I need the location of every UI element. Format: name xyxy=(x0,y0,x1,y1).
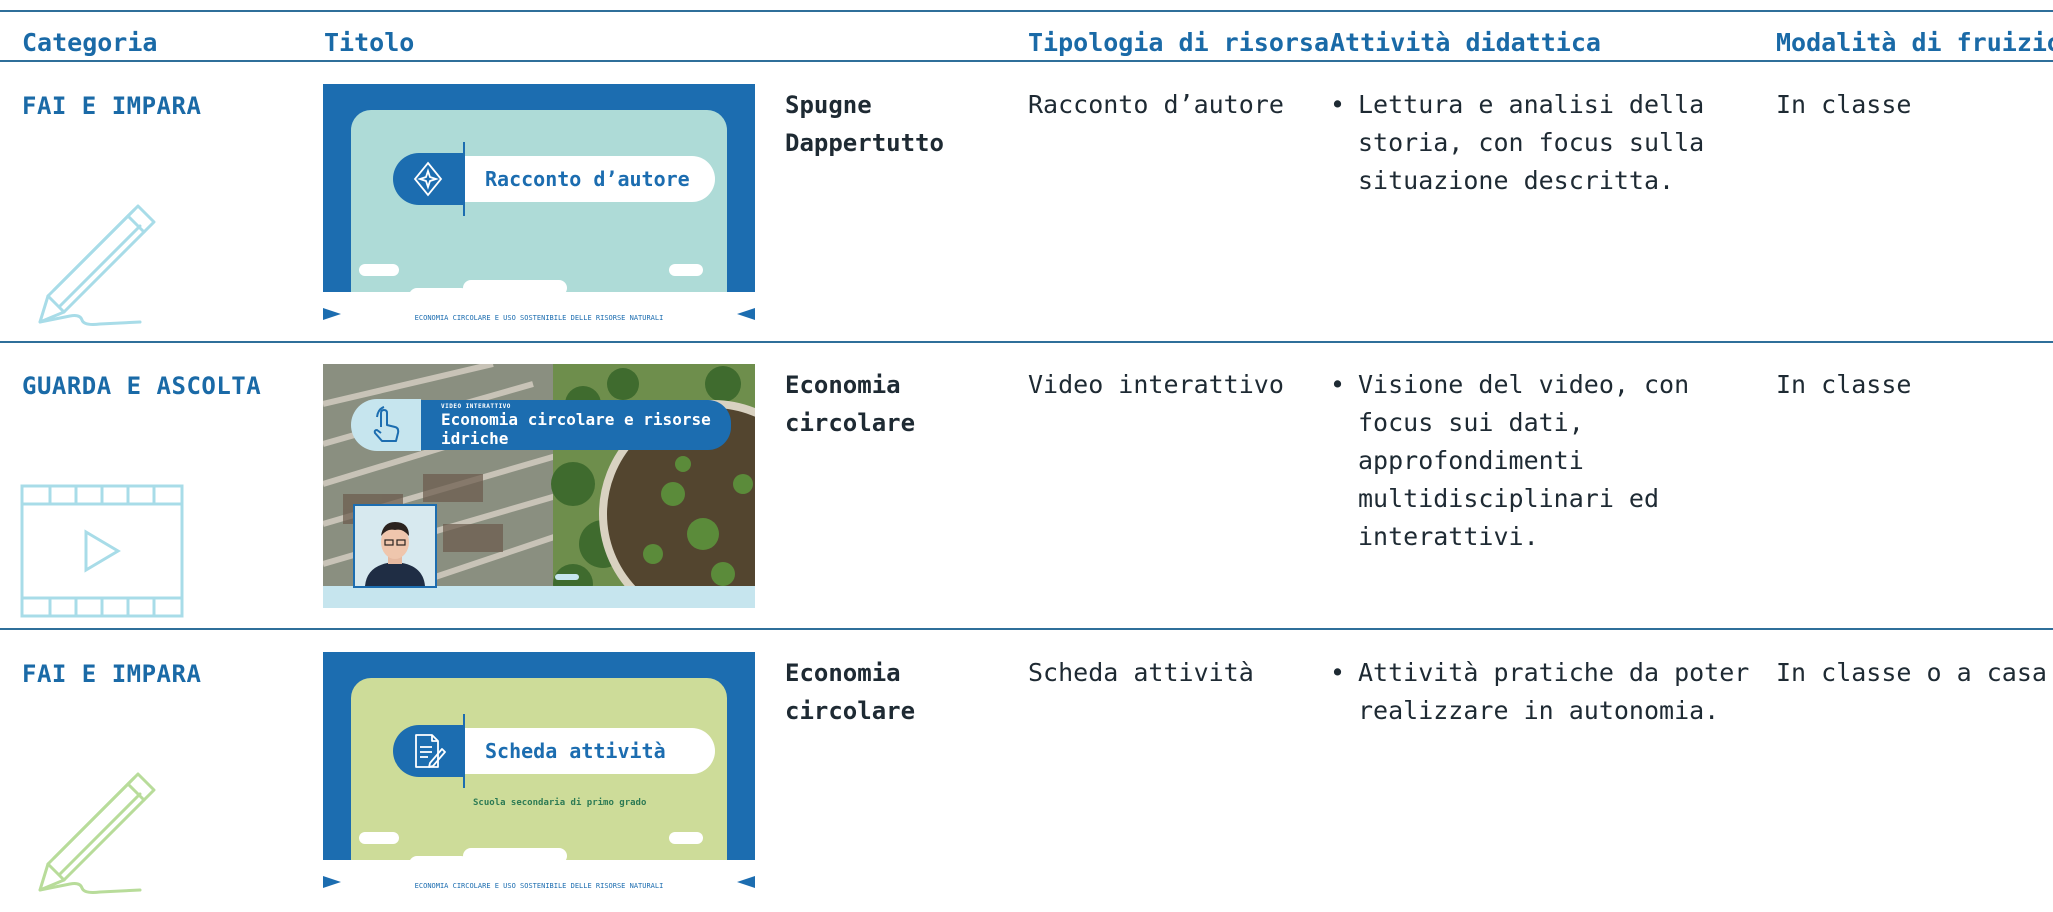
row-activity: • Lettura e analisi della storia, con fo… xyxy=(1330,90,1705,195)
row-resource-type: Video interattivo xyxy=(1028,370,1284,399)
thumbnail-scheda[interactable]: Scheda attività Scuola secondaria di pri… xyxy=(323,652,755,896)
row-category: FAI E IMPARA xyxy=(22,660,202,688)
presenter-avatar xyxy=(353,504,437,588)
thumbnail-footer: ECONOMIA CIRCOLARE E USO SOSTENIBILE DEL… xyxy=(414,314,664,322)
video-film-icon xyxy=(20,484,184,618)
row-activity: • Visione del video, con focus sui dati,… xyxy=(1330,370,1690,551)
row-mode: In classe xyxy=(1776,90,1912,119)
pencil-icon xyxy=(38,204,156,326)
row-category: FAI E IMPARA xyxy=(22,92,202,120)
row-resource-type: Racconto d’autore xyxy=(1028,90,1284,119)
thumbnail-label: Racconto d’autore xyxy=(485,167,690,191)
top-rule xyxy=(0,10,2053,12)
row-mode: In classe o a casa xyxy=(1776,658,2047,687)
thumbnail-video[interactable]: VIDEO INTERATTIVO Economia circolare e r… xyxy=(323,364,755,608)
row-divider xyxy=(0,628,2053,630)
pencil-icon xyxy=(38,772,156,894)
header-category: Categoria xyxy=(22,28,158,57)
thumbnail-kicker: VIDEO INTERATTIVO xyxy=(441,402,511,410)
header-rule xyxy=(0,60,2053,62)
thumbnail-footer: ECONOMIA CIRCOLARE E USO SOSTENIBILE DEL… xyxy=(414,882,664,890)
thumbnail-racconto[interactable]: Racconto d’autore ECONOMIA CIRCOLARE E U… xyxy=(323,84,755,328)
row-resource-type: Scheda attività xyxy=(1028,658,1254,687)
row-title: Spugne Dappertutto xyxy=(785,91,944,157)
document-pen-icon xyxy=(393,725,463,777)
hand-pointer-icon xyxy=(351,399,421,451)
header-mode: Modalità di fruizione xyxy=(1776,28,2053,57)
row-mode: In classe xyxy=(1776,370,1912,399)
thumbnail-label: Economia circolare e risorse idriche xyxy=(441,409,711,448)
row-title: Economia circolare xyxy=(785,371,916,437)
header-resource-type: Tipologia di risorsa xyxy=(1028,28,1330,57)
row-activity: • Attività pratiche da poter realizzare … xyxy=(1330,658,1750,725)
header-title: Titolo xyxy=(324,28,415,57)
diamond-star-icon xyxy=(393,153,463,205)
row-divider xyxy=(0,341,2053,343)
row-category: GUARDA E ASCOLTA xyxy=(22,372,262,400)
thumbnail-sublabel: Scuola secondaria di primo grado xyxy=(473,798,647,808)
row-title: Economia circolare xyxy=(785,659,916,725)
header-activity: Attività didattica xyxy=(1330,28,1601,57)
thumbnail-label: Scheda attività xyxy=(485,739,666,763)
